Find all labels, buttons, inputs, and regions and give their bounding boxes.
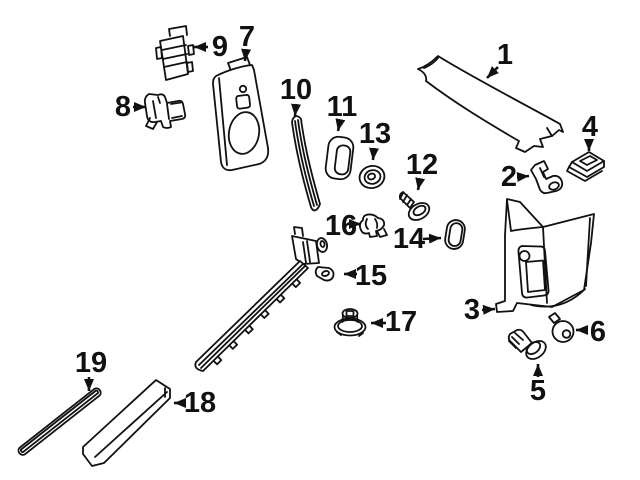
callout-19: 19: [75, 347, 107, 391]
part-16-spring-clip: [358, 213, 388, 238]
part-1-windshield-pillar-trim: [417, 55, 564, 153]
callout-4: 4: [582, 111, 598, 151]
callout-10-arrow: [291, 103, 301, 117]
callout-16-label: 16: [325, 210, 357, 242]
callout-6: 6: [576, 316, 606, 348]
callout-15: 15: [344, 260, 387, 292]
callout-5: 5: [530, 364, 546, 407]
callout-14: 14: [393, 223, 442, 255]
callout-13-label: 13: [359, 118, 391, 150]
callout-13-arrow: [369, 147, 379, 161]
callout-9-label: 9: [212, 31, 228, 63]
callout-7-label: 7: [239, 21, 255, 53]
callout-11-arrow: [335, 118, 346, 132]
part-5-push-pin-clip: [507, 328, 547, 360]
part-17-grommet-nut: [333, 308, 367, 337]
callout-9: 9: [194, 31, 228, 63]
callout-1: 1: [486, 39, 513, 79]
part-3-cowl-side-trim: [495, 198, 595, 313]
part-19-sill-strip: [17, 387, 102, 456]
callout-6-label: 6: [590, 316, 606, 348]
callout-3: 3: [464, 294, 496, 326]
part-14-oval-plug: [444, 219, 466, 250]
callout-13: 13: [359, 118, 391, 161]
callout-2-arrow: [516, 172, 530, 182]
part-4-retainer-bracket: [566, 151, 605, 182]
part-12-screw: [398, 191, 431, 221]
callout-1-arrow: [486, 65, 500, 79]
callout-2-label: 2: [501, 161, 517, 193]
callout-12: 12: [406, 149, 438, 191]
callout-1-label: 1: [497, 39, 513, 71]
callout-18-label: 18: [184, 387, 216, 419]
part-7-center-pillar-upper-trim: [212, 56, 270, 172]
callout-11-label: 11: [327, 91, 358, 123]
part-13-grommet-washer: [358, 164, 386, 190]
callout-15-label: 15: [355, 260, 387, 292]
part-15-sill-plate-retainer: [194, 226, 335, 372]
callout-8: 8: [115, 91, 146, 123]
callout-7: 7: [239, 21, 255, 62]
part-18-scuff-plate: [82, 379, 171, 467]
callout-14-arrow: [422, 233, 442, 244]
part-8-retainer-clip: [143, 93, 187, 130]
part-6-rivet-fastener: [548, 312, 575, 343]
callout-7-arrow: [241, 48, 252, 62]
callout-12-arrow: [415, 177, 426, 191]
callout-3-label: 3: [464, 294, 480, 326]
callout-14-label: 14: [393, 223, 425, 255]
callout-10-label: 10: [280, 74, 312, 106]
callout-19-label: 19: [75, 347, 107, 379]
callout-18: 18: [174, 387, 216, 419]
callout-3-arrow: [481, 304, 496, 315]
callout-16: 16: [325, 210, 361, 242]
callout-11: 11: [327, 91, 358, 132]
callout-17: 17: [371, 306, 417, 338]
part-10-pillar-molding-strip: [291, 115, 321, 212]
callout-10: 10: [280, 74, 312, 117]
part-2-bracket-clip: [530, 160, 564, 195]
callout-8-label: 8: [115, 91, 131, 123]
callout-5-label: 5: [530, 375, 546, 407]
callout-2: 2: [501, 161, 530, 193]
callout-4-label: 4: [582, 111, 598, 143]
part-11-grommet-cap: [324, 135, 355, 181]
callout-12-label: 12: [406, 149, 438, 181]
callout-17-label: 17: [385, 306, 417, 338]
part-9-retainer-clip: [155, 25, 195, 81]
